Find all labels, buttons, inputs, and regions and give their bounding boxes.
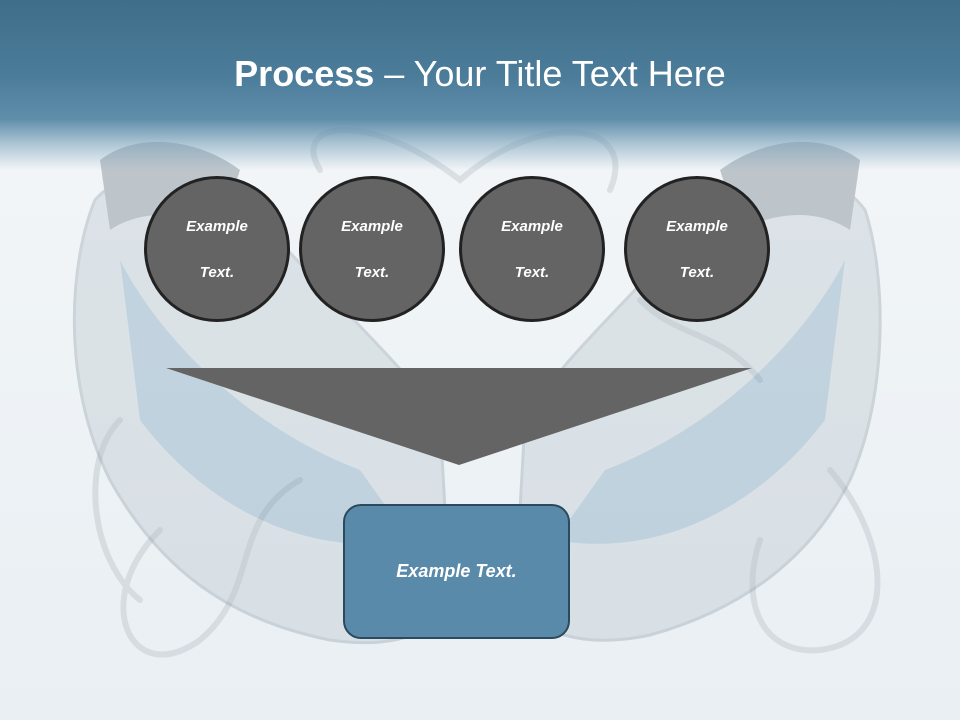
circle-4-line2: Text. — [679, 263, 715, 281]
result-box-label: Example Text. — [396, 561, 517, 581]
slide-title: Process – Your Title Text Here — [0, 52, 960, 96]
circle-1-line2: Text. — [199, 263, 235, 281]
circle-1-line1: Example — [186, 217, 248, 235]
circle-2-line1: Example — [341, 217, 403, 235]
circle-4-line1: Example — [666, 217, 728, 235]
circle-3-line1: Example — [501, 217, 563, 235]
header-band — [0, 0, 960, 170]
result-box: Example Text. — [343, 504, 570, 639]
title-bold-part: Process — [234, 53, 375, 94]
title-rest: – Your Title Text Here — [374, 53, 726, 94]
circle-3-line2: Text. — [514, 263, 550, 281]
circle-2-line2: Text. — [354, 263, 390, 281]
